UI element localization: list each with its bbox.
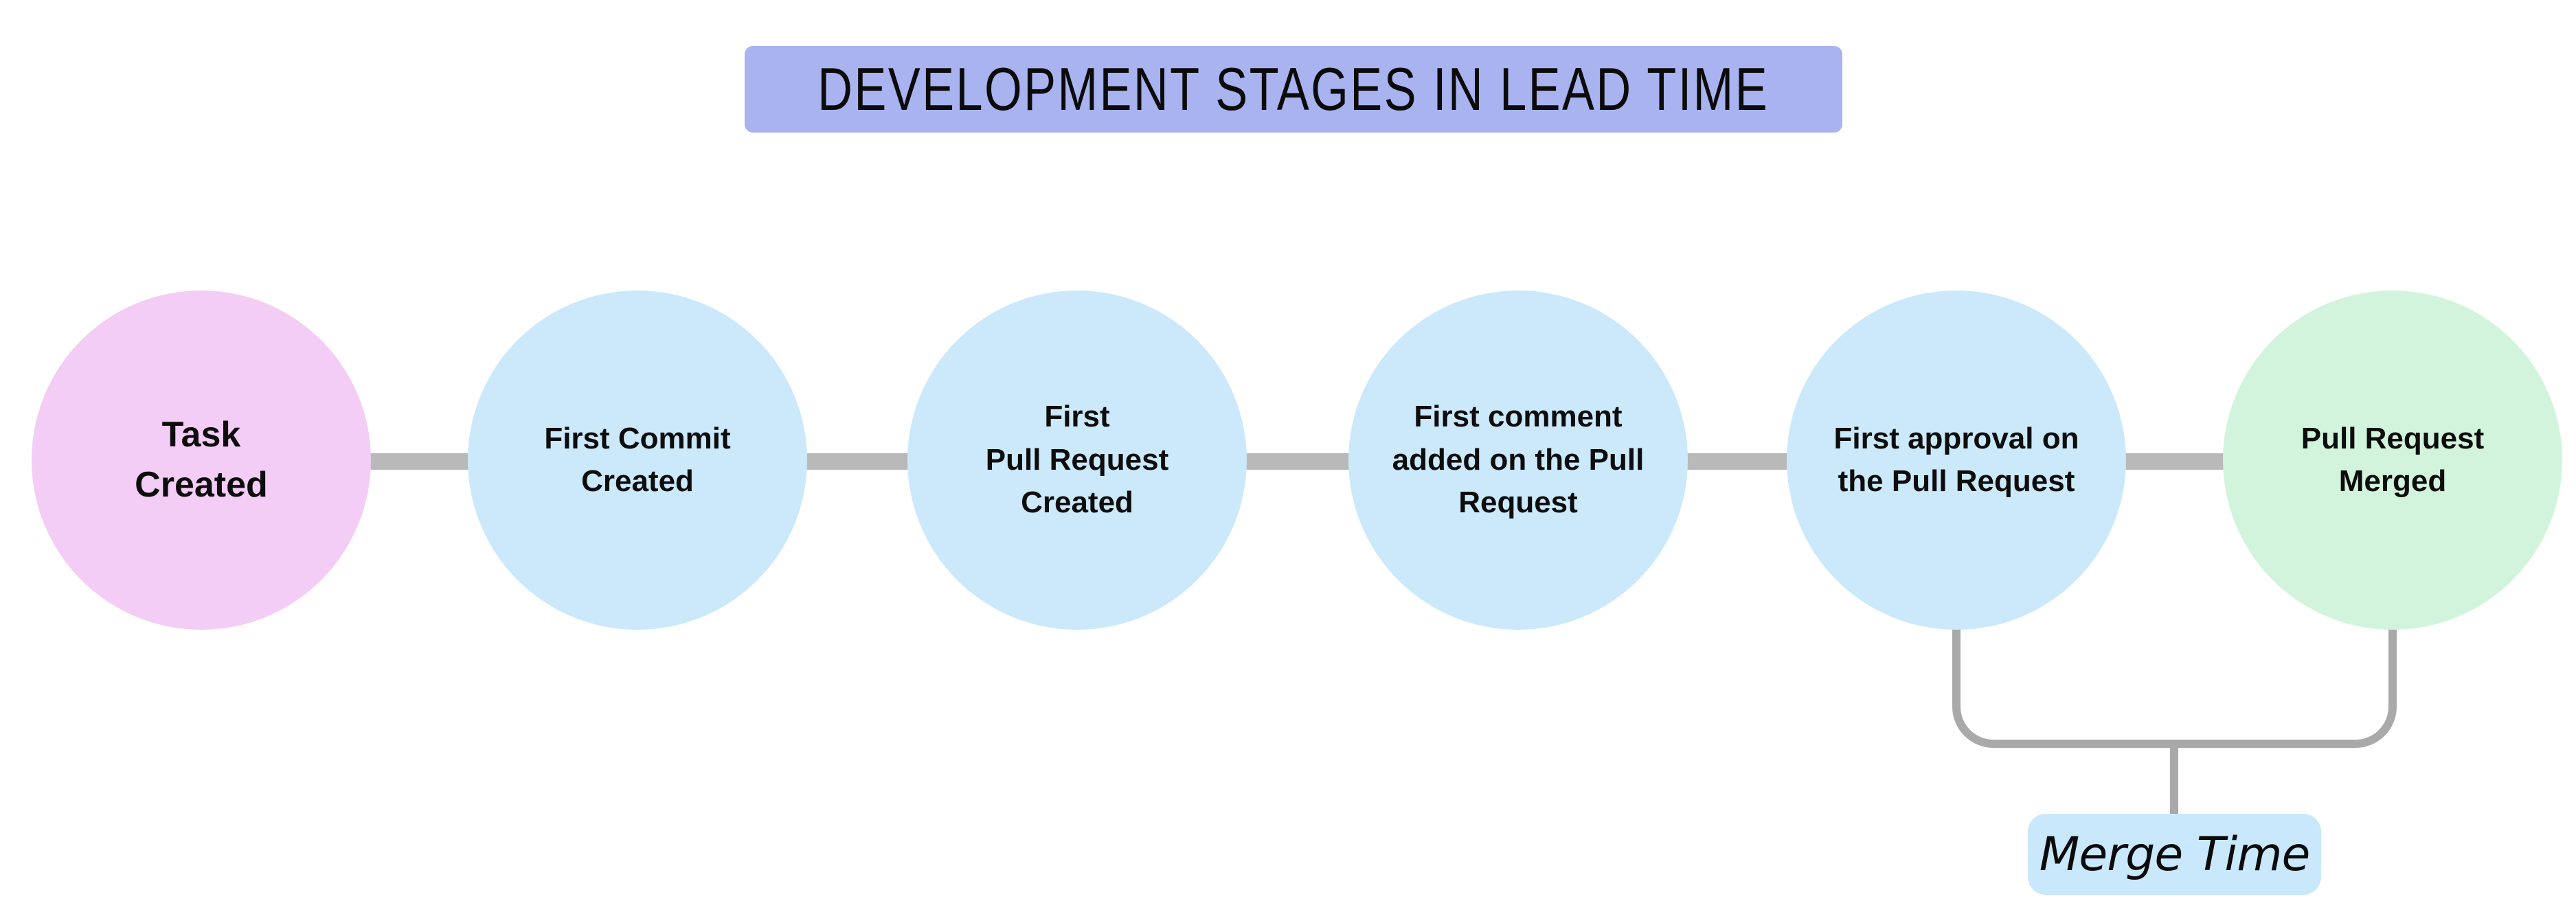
stage-node-first-comment-added: First comment added on the Pull Request	[1348, 290, 1688, 630]
stage-node-first-approval: First approval on the Pull Request	[1787, 290, 2126, 630]
stage-label: Task Created	[135, 415, 268, 505]
stage-label: First comment added on the Pull Request	[1392, 400, 1645, 520]
stage-label: First Commit Created	[544, 421, 731, 498]
diagram-title-box: DEVELOPMENT STAGES IN LEAD TIME	[745, 46, 1842, 133]
stage-node-first-commit-created: First Commit Created	[468, 290, 807, 630]
stage-label: First approval on the Pull Request	[1833, 421, 2079, 498]
stage-node-first-pull-request-created: First Pull Request Created	[907, 290, 1247, 630]
stage-label: First Pull Request Created	[985, 400, 1169, 520]
merge-time-bracket-stem	[2170, 746, 2178, 815]
merge-time-label-box: Merge Time	[2028, 814, 2321, 895]
stage-node-task-created: Task Created	[32, 290, 371, 630]
stage-label: Pull Request Merged	[2301, 421, 2485, 498]
merge-time-label: Merge Time	[2039, 827, 2311, 882]
merge-time-bracket	[1952, 618, 2397, 748]
stage-node-pull-request-merged: Pull Request Merged	[2223, 290, 2562, 630]
diagram-title: DEVELOPMENT STAGES IN LEAD TIME	[817, 55, 1770, 123]
